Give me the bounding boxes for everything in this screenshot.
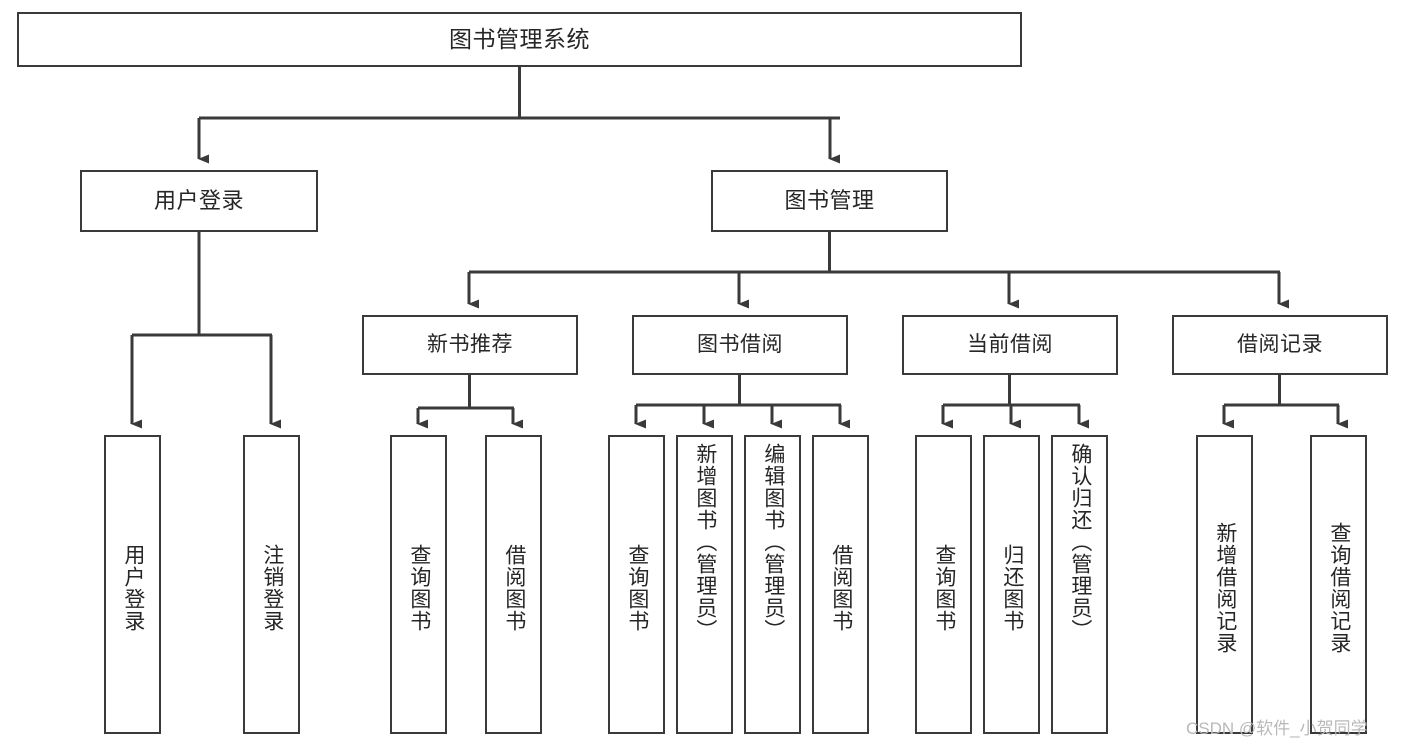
node-label: 编辑图书（管理员） xyxy=(761,443,785,641)
node-borrowing-record[interactable]: 借阅记录 xyxy=(1172,315,1388,375)
node-label: 借阅图书 xyxy=(829,543,853,632)
leaf-logout[interactable]: 注销登录 xyxy=(243,435,300,734)
node-label: 注销登录 xyxy=(260,543,284,632)
node-user-login[interactable]: 用户登录 xyxy=(80,170,318,232)
leaf-user-login[interactable]: 用户登录 xyxy=(104,435,161,734)
node-label: 查询借阅记录 xyxy=(1327,521,1351,654)
leaf-add-book-admin[interactable]: 新增图书（管理员） xyxy=(676,435,733,734)
node-label: 图书管理系统 xyxy=(449,26,590,53)
node-label: 当前借阅 xyxy=(967,332,1053,356)
leaf-borrow-book-newbook[interactable]: 借阅图书 xyxy=(485,435,542,734)
leaf-query-book-newbook[interactable]: 查询图书 xyxy=(390,435,447,734)
leaf-borrow-book-borrowing[interactable]: 借阅图书 xyxy=(812,435,869,734)
leaf-return-book[interactable]: 归还图书 xyxy=(983,435,1040,734)
node-label: 查询图书 xyxy=(932,543,956,632)
watermark-text: CSDN @软件_小贺同学 xyxy=(1186,719,1368,738)
node-new-book-recommendation[interactable]: 新书推荐 xyxy=(362,315,578,375)
node-label: 新增借阅记录 xyxy=(1213,521,1237,654)
leaf-edit-book-admin[interactable]: 编辑图书（管理员） xyxy=(744,435,801,734)
node-label: 确认归还（管理员） xyxy=(1068,443,1092,641)
leaf-confirm-return-admin[interactable]: 确认归还（管理员） xyxy=(1051,435,1108,734)
node-label: 借阅记录 xyxy=(1237,332,1323,356)
node-label: 查询图书 xyxy=(407,543,431,632)
node-label: 新书推荐 xyxy=(427,332,513,356)
node-label: 用户登录 xyxy=(121,543,145,632)
node-label: 用户登录 xyxy=(153,188,244,214)
leaf-query-book-current[interactable]: 查询图书 xyxy=(915,435,972,734)
node-book-borrowing[interactable]: 图书借阅 xyxy=(632,315,848,375)
node-label: 新增图书（管理员） xyxy=(693,443,717,641)
node-root-book-management-system[interactable]: 图书管理系统 xyxy=(17,12,1022,67)
node-label: 查询图书 xyxy=(625,543,649,632)
node-label: 图书管理 xyxy=(784,188,875,214)
node-book-management[interactable]: 图书管理 xyxy=(711,170,948,232)
node-label: 借阅图书 xyxy=(502,543,526,632)
leaf-add-borrow-record[interactable]: 新增借阅记录 xyxy=(1196,435,1253,734)
node-label: 图书借阅 xyxy=(697,332,783,356)
leaf-query-borrow-record[interactable]: 查询借阅记录 xyxy=(1310,435,1367,734)
leaf-query-book-borrowing[interactable]: 查询图书 xyxy=(608,435,665,734)
node-label: 归还图书 xyxy=(1000,543,1024,632)
node-current-borrowing[interactable]: 当前借阅 xyxy=(902,315,1118,375)
